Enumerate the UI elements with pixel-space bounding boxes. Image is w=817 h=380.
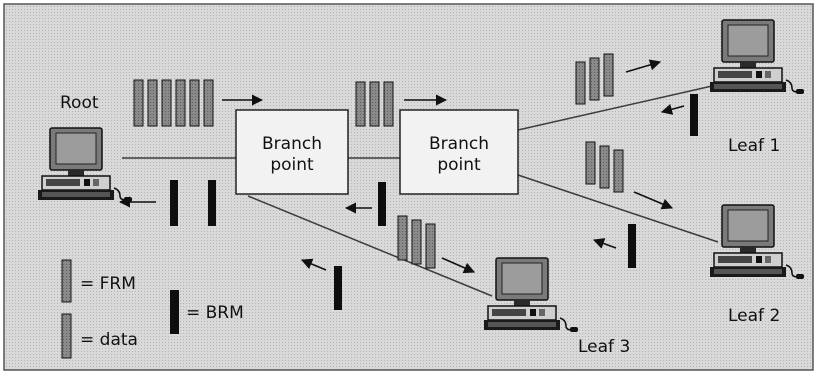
legend-frm-label: = FRM: [80, 274, 136, 294]
legend-data-label: = data: [80, 330, 138, 350]
backward-rm-cells: [170, 94, 698, 310]
link-branch2-leaf1: [517, 85, 713, 131]
connection-lines: [122, 85, 719, 297]
brm-cell-leaf3: [334, 266, 342, 310]
forward-cells-branch1: [355, 81, 394, 127]
link-branch1-leaf3: [247, 195, 493, 297]
brm-cell-leaf2: [628, 224, 636, 268]
root-label: Root: [60, 93, 99, 113]
leaf3-label: Leaf 3: [578, 337, 630, 357]
forward-cells-leaf1-path: [575, 53, 614, 105]
link-branch2-leaf2: [517, 174, 719, 243]
arrow-backward-leaf1: [660, 103, 685, 115]
arrow-forward-leaf1: [625, 59, 662, 73]
brm-cell-branch: [378, 182, 386, 226]
flow-arrows: [118, 59, 685, 274]
legend-brm-label: = BRM: [186, 303, 244, 323]
leaf2-label: Leaf 2: [728, 306, 780, 326]
legend-data-swatch: [61, 313, 72, 359]
forward-cells-root: [133, 79, 214, 127]
legend: = FRM = data = BRM: [61, 259, 244, 359]
brm-cell-leaf1: [690, 94, 698, 136]
forward-cells-leaf2-path: [585, 141, 624, 193]
arrow-forward-leaf3: [441, 257, 476, 274]
brm-cell-root-2: [208, 180, 216, 226]
brm-cell-root-1: [170, 180, 178, 226]
arrow-backward-leaf3: [300, 258, 327, 271]
arrow-backward-leaf2: [592, 238, 617, 249]
legend-frm-swatch: [61, 259, 72, 303]
forward-cells-leaf3-path: [397, 215, 436, 269]
leaf1-label: Leaf 1: [728, 136, 780, 156]
arrow-forward-leaf2: [633, 191, 674, 210]
legend-brm-swatch: [170, 290, 179, 334]
